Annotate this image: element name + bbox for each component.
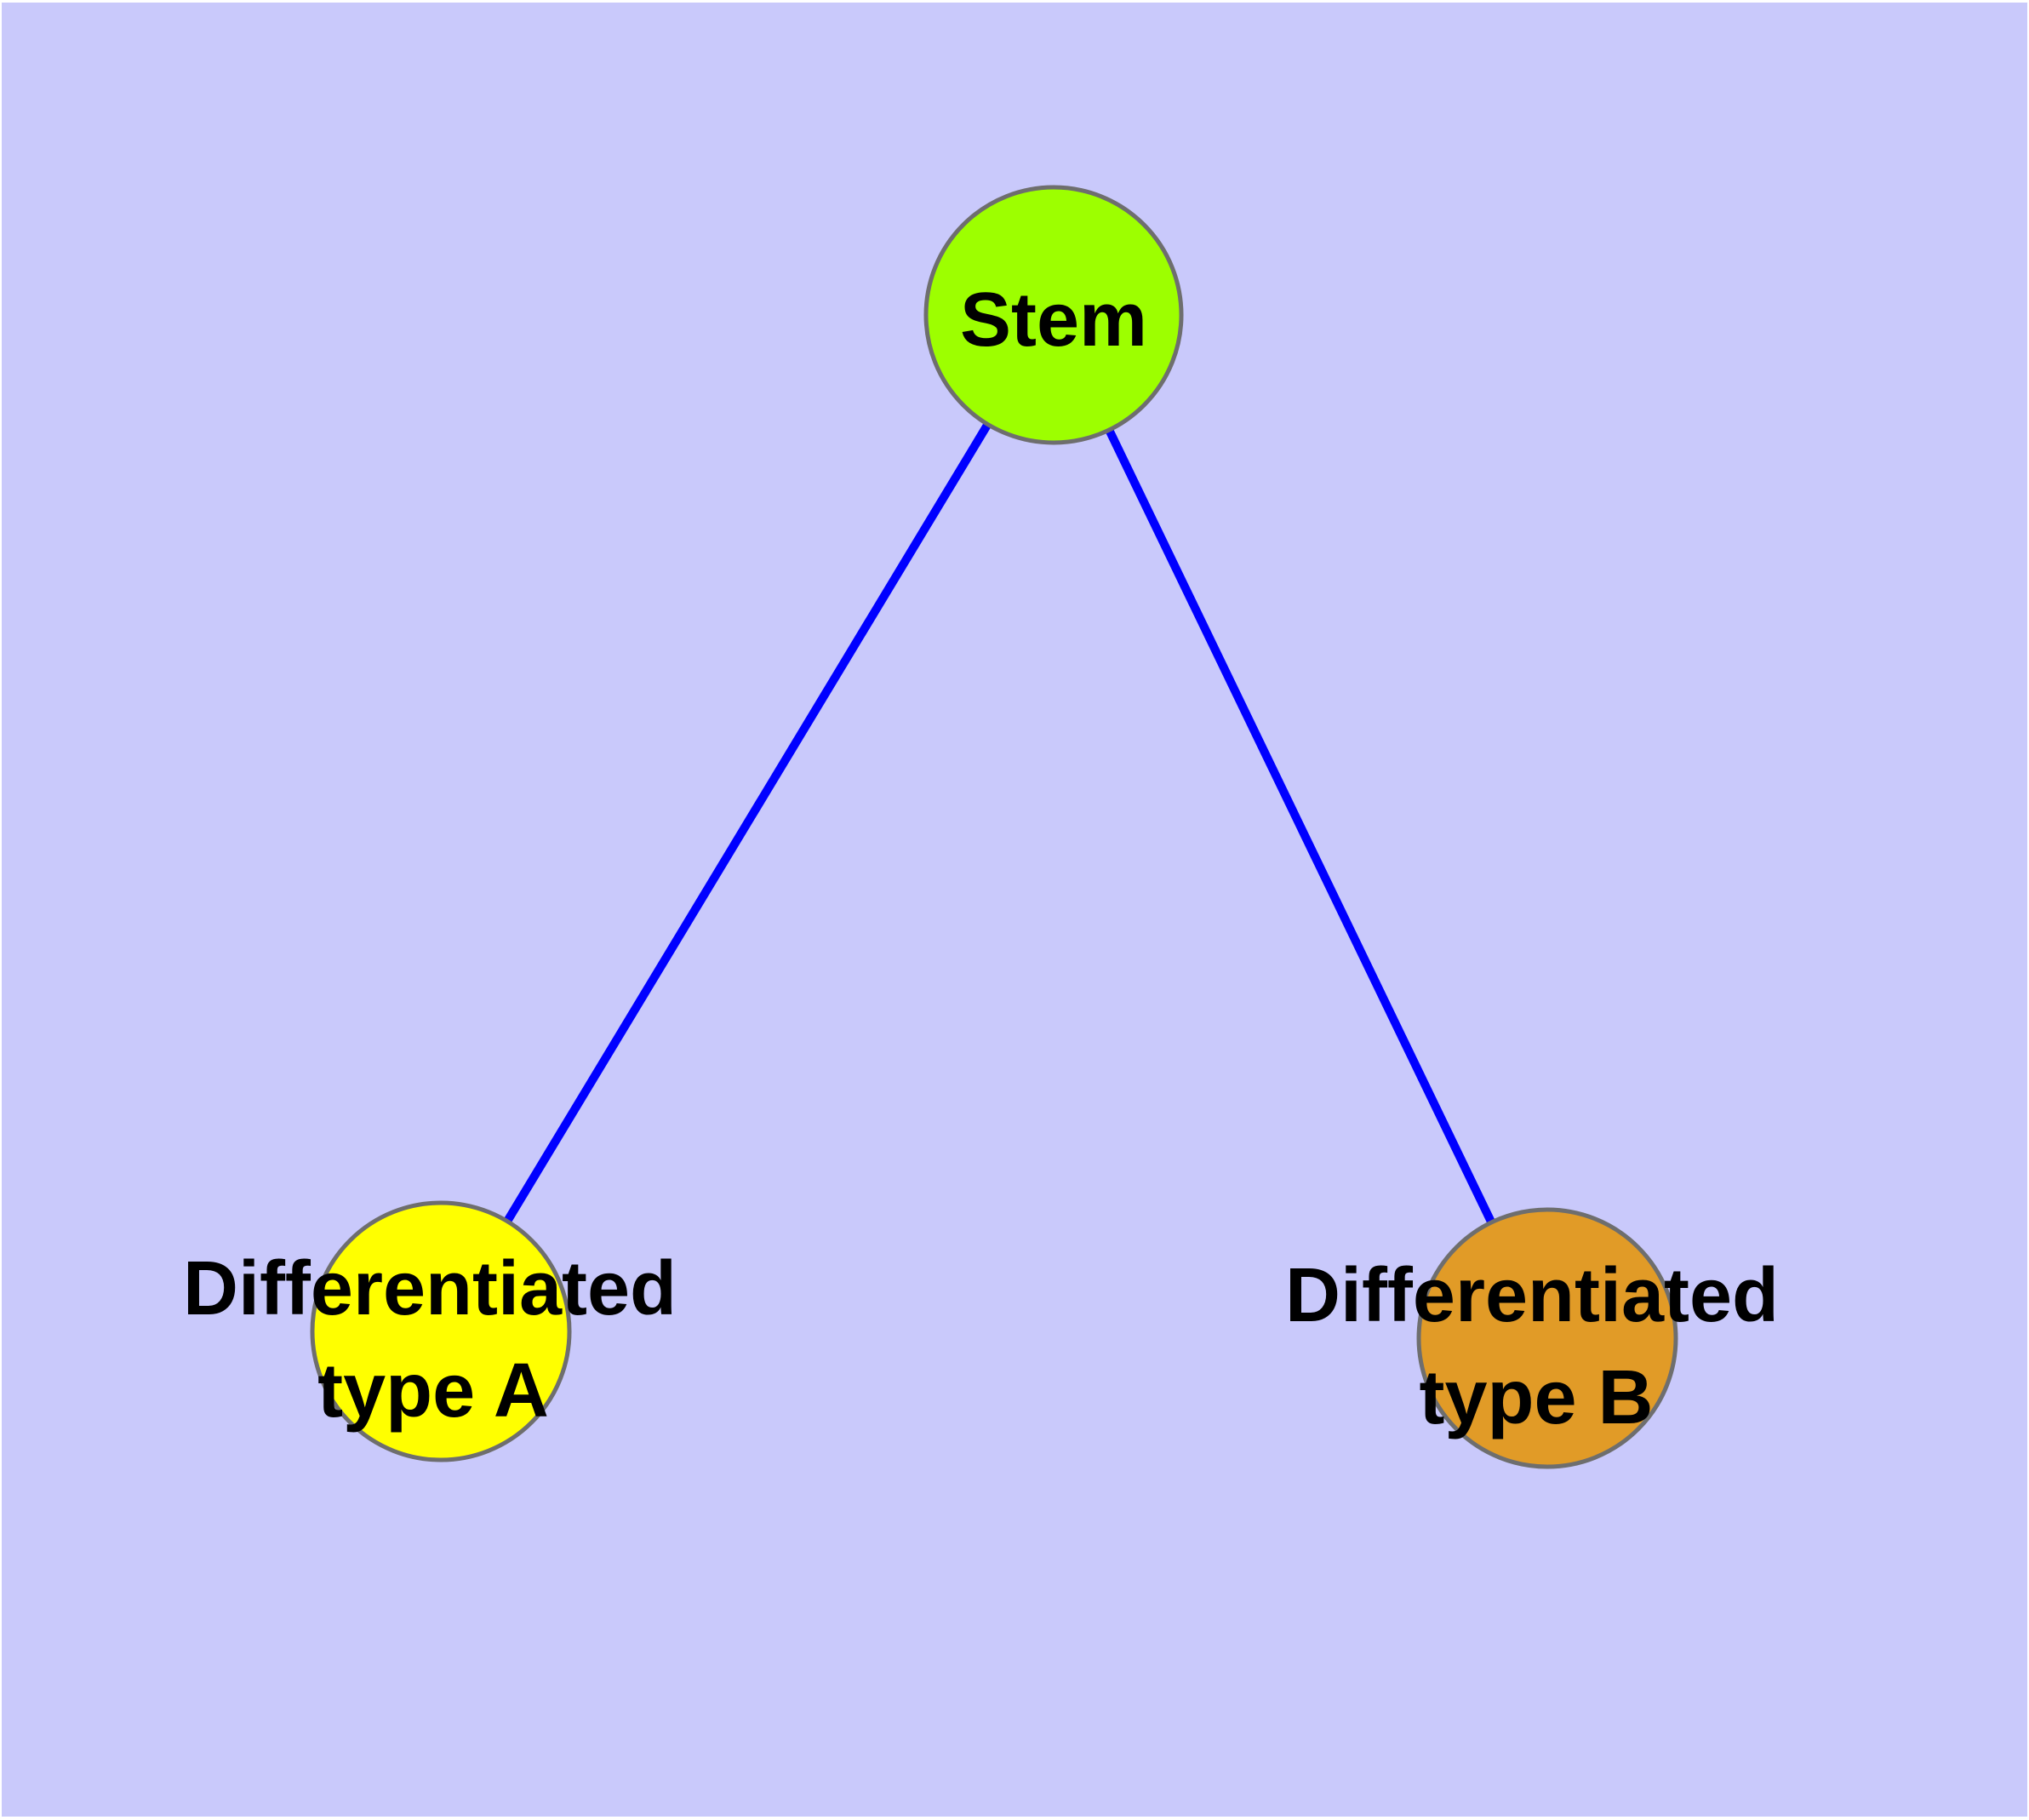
node-stem: Stem	[923, 185, 1184, 445]
node-type-b-label-line1: Differentiated	[1285, 1253, 1779, 1338]
node-stem-label: Stem	[960, 278, 1147, 363]
node-type-a-label-line2: type A	[317, 1348, 549, 1434]
node-type-b-label-line2: type B	[1419, 1355, 1653, 1440]
node-stem-circle	[923, 185, 1184, 445]
edge-stem-to-type-b	[1049, 312, 1552, 1341]
node-type-a-label-line1: Differentiated	[183, 1246, 677, 1331]
node-differentiated-type-a: Differentiated type A	[183, 1200, 677, 1462]
edge-stem-to-type-a	[437, 312, 1058, 1334]
node-type-b-circle	[1416, 1207, 1678, 1469]
node-differentiated-type-b: Differentiated type B	[1285, 1207, 1779, 1469]
node-type-a-circle	[310, 1200, 572, 1462]
